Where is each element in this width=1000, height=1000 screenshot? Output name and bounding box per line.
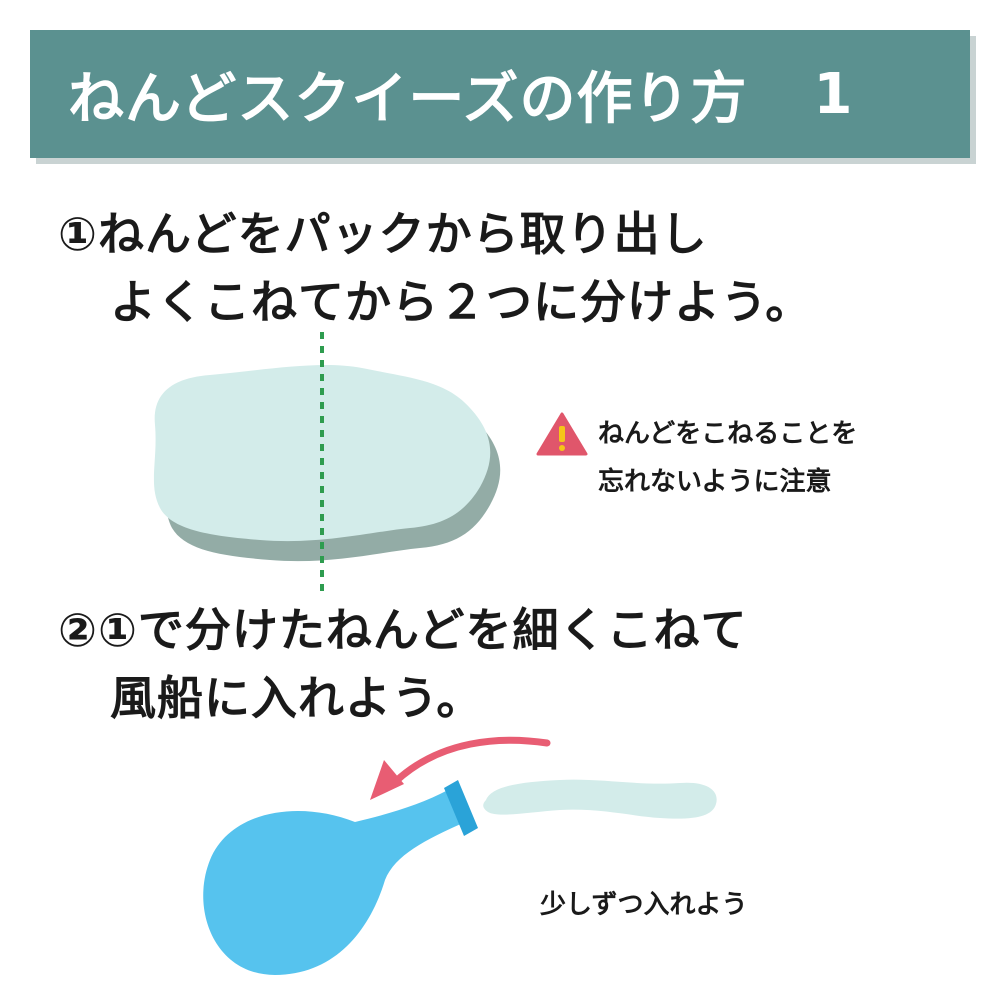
- insert-arrowhead: [370, 760, 404, 800]
- step-2-instruction: ②①で分けたねんどを細くこねて 風船に入れよう。: [58, 596, 748, 732]
- clay-lump: [153, 365, 491, 542]
- step-1-instruction: ①ねんどをパックから取り出し よくこねてから２つに分けよう。: [58, 200, 812, 336]
- warning-line-2: 忘れないように注意: [598, 467, 832, 497]
- clay-strip: [483, 779, 717, 819]
- warning-note: ねんどをこねることを 忘れないように注意: [536, 410, 857, 506]
- insert-arrow: [391, 736, 551, 786]
- balloon: [203, 790, 466, 975]
- title-banner: ねんどスクイーズの作り方 1: [30, 30, 970, 158]
- warning-line-1-row: ねんどをこねることを: [536, 410, 857, 458]
- page-title: ねんどスクイーズの作り方: [68, 66, 748, 132]
- step-1-line-1: ①ねんどをパックから取り出し: [58, 207, 708, 261]
- warning-triangle-icon: [536, 412, 588, 456]
- step-2-line-1: ②①で分けたねんどを細くこねて: [58, 603, 748, 657]
- hint-text: 少しずつ入れよう: [540, 890, 748, 920]
- warning-line-1: ねんどをこねることを: [598, 419, 858, 449]
- balloon-neck: [444, 780, 478, 836]
- step-2-line-2: 風船に入れよう。: [110, 671, 484, 725]
- step-1-line-2: よくこねてから２つに分けよう。: [110, 275, 813, 329]
- page-number: 1: [813, 61, 853, 127]
